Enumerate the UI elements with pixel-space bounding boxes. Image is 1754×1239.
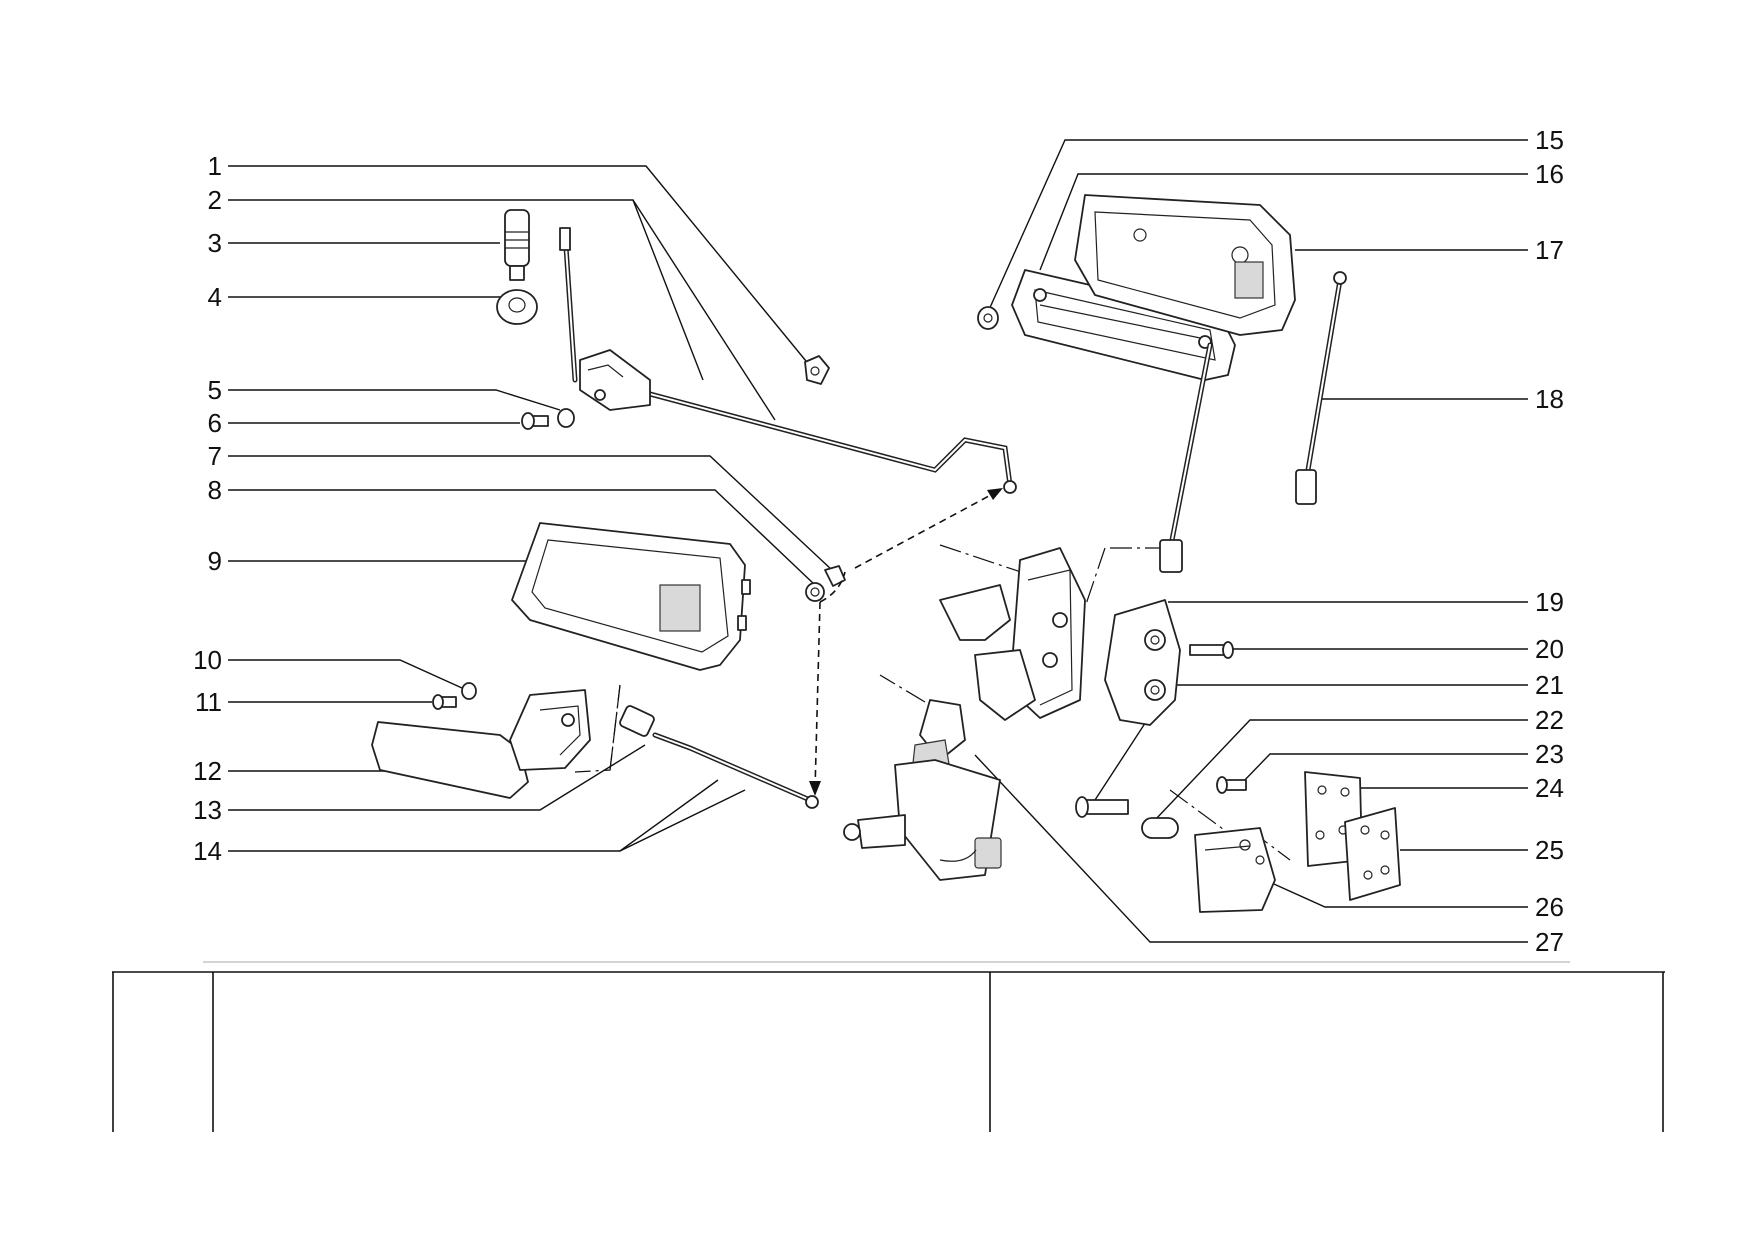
part-nut-15 xyxy=(977,306,999,330)
callout-7: 7 xyxy=(208,441,222,471)
part-handle-rod xyxy=(619,705,819,809)
callout-18: 18 xyxy=(1535,384,1564,414)
leader-5 xyxy=(228,389,561,411)
leader-16 xyxy=(1039,173,1528,271)
part-clip-7 xyxy=(824,565,846,587)
part-handle-housing xyxy=(511,522,751,671)
callout-16: 16 xyxy=(1535,159,1564,189)
leader-10 xyxy=(228,659,463,689)
part-link-rod-18 xyxy=(1295,271,1347,505)
callout-1: 1 xyxy=(208,151,222,181)
callout-15: 15 xyxy=(1535,125,1564,155)
part-bushing-8 xyxy=(805,582,825,602)
part-rod-bracket xyxy=(579,349,651,411)
callout-13: 13 xyxy=(193,795,222,825)
callout-3: 3 xyxy=(208,228,222,258)
callout-14: 14 xyxy=(193,836,222,866)
callout-22: 22 xyxy=(1535,705,1564,735)
callout-4: 4 xyxy=(208,282,222,312)
part-screw-23 xyxy=(1216,776,1247,794)
part-rod-clip xyxy=(804,355,830,385)
callout-10: 10 xyxy=(193,645,222,675)
part-plate-25 xyxy=(1344,807,1401,901)
leader-14b xyxy=(619,789,746,852)
leader-26 xyxy=(1264,879,1528,908)
part-outer-plate xyxy=(1074,194,1296,336)
callout-8: 8 xyxy=(208,475,222,505)
part-screw-6 xyxy=(521,412,549,430)
title-block xyxy=(112,961,1665,1132)
part-washer xyxy=(557,408,575,428)
leader-15 xyxy=(987,139,1528,313)
callout-25: 25 xyxy=(1535,835,1564,865)
part-inner-handle xyxy=(371,689,591,799)
part-bracket-26 xyxy=(1194,827,1276,913)
part-washer-10 xyxy=(461,682,477,700)
callout-labels: 1 2 3 4 5 6 7 8 9 10 11 12 13 14 15 16 1… xyxy=(193,125,1564,957)
leader-7 xyxy=(228,455,833,571)
part-link-rod-handle xyxy=(1159,342,1213,573)
part-spacer-22 xyxy=(1141,817,1179,839)
callout-5: 5 xyxy=(208,375,222,405)
leader-8 xyxy=(228,489,816,586)
callout-6: 6 xyxy=(208,408,222,438)
callout-21: 21 xyxy=(1535,670,1564,700)
leader-23 xyxy=(1239,753,1528,786)
callout-9: 9 xyxy=(208,546,222,576)
callout-27: 27 xyxy=(1535,927,1564,957)
callout-17: 17 xyxy=(1535,235,1564,265)
part-striker xyxy=(1104,599,1181,726)
parts xyxy=(371,194,1401,913)
leader-1 xyxy=(228,165,816,373)
leader-22 xyxy=(1154,719,1528,821)
callout-12: 12 xyxy=(193,756,222,786)
callout-26: 26 xyxy=(1535,892,1564,922)
part-lock-actuator xyxy=(843,547,1086,881)
callout-11: 11 xyxy=(195,687,222,717)
assembly-arrows xyxy=(809,488,1003,796)
leader-27 xyxy=(974,754,1528,943)
callout-24: 24 xyxy=(1535,773,1564,803)
part-lock-knob xyxy=(504,209,530,281)
part-screw-11 xyxy=(432,694,457,710)
callout-23: 23 xyxy=(1535,739,1564,769)
callout-20: 20 xyxy=(1535,634,1564,664)
leader-2b xyxy=(632,199,776,421)
part-knob-bezel xyxy=(496,289,538,325)
part-lock-rod xyxy=(559,227,1017,494)
callout-19: 19 xyxy=(1535,587,1564,617)
part-screw-20 xyxy=(1189,641,1234,659)
leader-2a xyxy=(228,199,704,381)
part-bolt-21 xyxy=(1075,796,1129,818)
callout-2: 2 xyxy=(208,185,222,215)
